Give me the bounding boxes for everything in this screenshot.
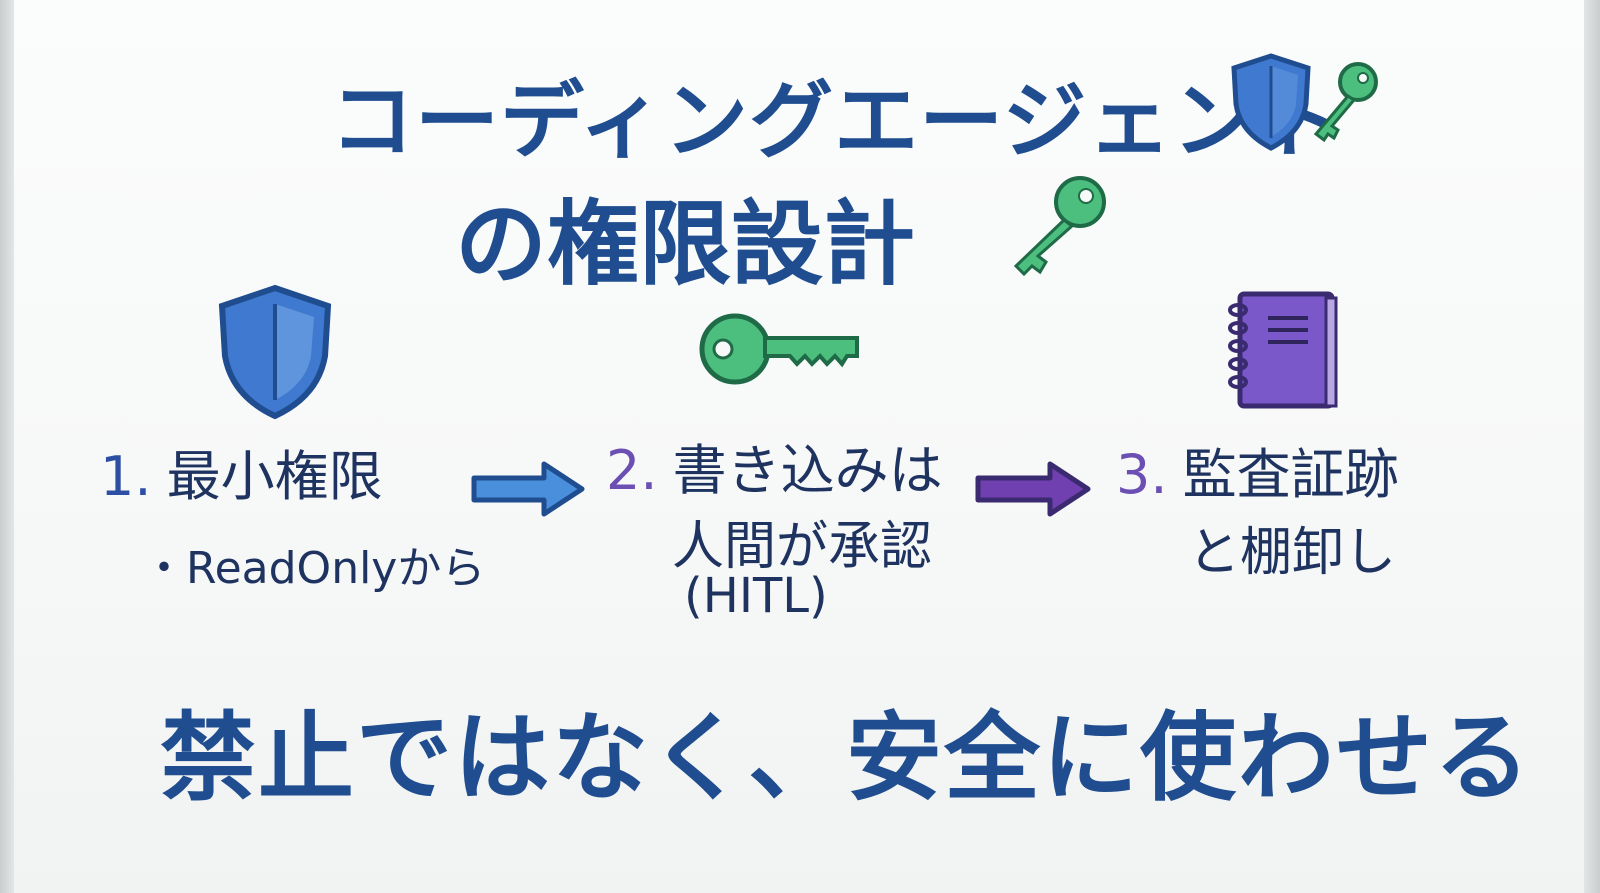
whiteboard-frame-right [1584,0,1600,893]
key-icon [1013,176,1106,276]
whiteboard-frame-left [0,0,14,893]
shield-icon [1231,53,1311,151]
step-2-number: 2. [606,439,658,502]
step-2: 2. 書き込みは [606,426,943,505]
key-icon [699,313,859,385]
key-icon [1313,62,1378,143]
title-line-1: コーディングエージェント [330,72,1343,170]
shield-icon [218,284,332,420]
title-line-2: の権限設計 [455,191,916,298]
notebook-icon [1228,291,1338,409]
arrow-right-icon [471,461,585,517]
step-2-line-2: 人間が承認 [672,517,933,577]
slogan: 禁止ではなく、安全に使わせる [160,702,1532,814]
step-3-number: 3. [1116,443,1168,506]
whiteboard [14,0,1584,893]
step-1: 1. 最小権限 [100,432,383,511]
step-1-number: 1. [100,445,152,508]
arrow-right-icon [975,461,1091,517]
step-3-line-1: 監査証跡 [1182,443,1399,506]
step-2-line-1: 書き込みは [672,439,943,502]
step-3: 3. 監査証跡 [1116,430,1399,509]
step-1-title: 最小権限 [166,445,383,508]
step-2-line-3: (HITL) [684,568,828,624]
step-3-line-2: と棚卸し [1188,523,1397,583]
step-1-bullet: ・ReadOnlyから [142,543,486,594]
